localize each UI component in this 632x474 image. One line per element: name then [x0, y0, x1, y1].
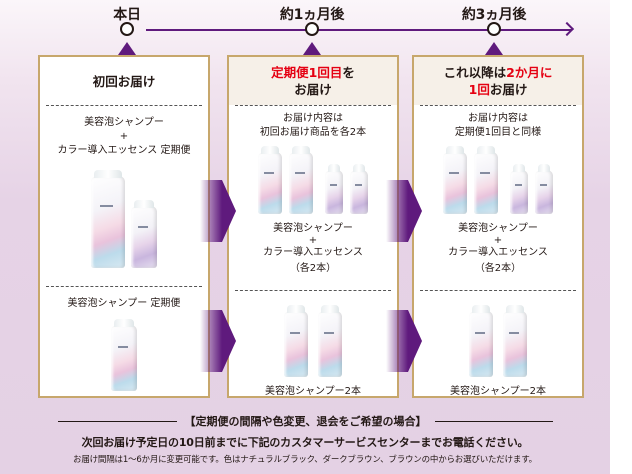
set-section: お届け内容は 初回お届け商品を各2本 美容泡シャンプー + カラー導入エッセンス…	[229, 106, 397, 290]
plus-sign: +	[119, 131, 129, 142]
product-name: 美容泡シャンプー	[273, 223, 353, 234]
shampoo-bottle-image	[91, 170, 125, 268]
dashed-divider	[420, 290, 576, 291]
product-image-row	[414, 305, 582, 377]
timeline-pointer-icon	[485, 42, 503, 55]
shampoo-bottle-image	[318, 305, 342, 377]
panel-first-delivery: 初回お届け 美容泡シャンプー + カラー導入エッセンス 定期便 美容泡シャンプー…	[38, 55, 210, 398]
heading-text: お届け	[294, 82, 332, 97]
product-name: カラー導入エッセンス	[263, 247, 363, 258]
flow-arrow-icon	[386, 310, 422, 372]
heading-text: これ以降は	[443, 65, 507, 80]
dashed-divider	[46, 105, 202, 106]
essence-bottle-image	[131, 200, 157, 268]
plus-sign: +	[493, 235, 503, 246]
timeline-node-1-month	[305, 22, 319, 36]
timeline-label-today: 本日	[113, 7, 141, 23]
product-name: カラー導入エッセンス	[448, 247, 548, 258]
shampoo-bottle-image	[443, 146, 467, 214]
timeline-line	[146, 29, 572, 31]
set-section: 美容泡シャンプー + カラー導入エッセンス 定期便	[40, 106, 208, 286]
timeline-label-1-month: 約1ヵ月後	[279, 7, 345, 23]
heading-text: お届け	[489, 82, 528, 97]
shampoo-bottle-image	[289, 146, 313, 214]
timeline-node-3-month	[487, 22, 501, 36]
timeline-pointer-icon	[118, 42, 136, 55]
flow-arrow-icon	[386, 180, 422, 242]
panel-heading: 初回お届け	[40, 57, 208, 105]
dashed-divider	[420, 105, 576, 106]
essence-bottle-image	[325, 164, 343, 214]
product-name: 美容泡シャンプー2本	[449, 386, 547, 397]
timeline-node-today	[120, 22, 134, 36]
shampoo-bottle-image	[111, 319, 137, 391]
dashed-divider	[235, 290, 391, 291]
shampoo-bottle-image	[474, 146, 498, 214]
shampoo-section: 美容泡シャンプー 定期便	[40, 287, 208, 391]
timeline-pointer-icon	[303, 42, 321, 55]
heading-emphasis: 定期便1回目	[271, 65, 343, 80]
flow-arrow-icon	[200, 310, 236, 372]
heading-rule	[434, 420, 553, 422]
heading-emphasis: 2か月に	[506, 65, 553, 80]
essence-bottle-image	[350, 164, 368, 214]
panel-every-two-months: これ以降は2か月に 1回お届け お届け内容は 定期便1回目と同様 美容泡シャンプ…	[412, 55, 584, 398]
notes-title-text: 【定期便の間隔や色変更、退会をご希望の場合】	[184, 415, 427, 428]
panel-heading: これ以降は2か月に 1回お届け	[414, 57, 582, 105]
essence-bottle-image	[535, 164, 553, 214]
shampoo-section: 美容泡シャンプー2本	[414, 291, 582, 399]
essence-bottle-image	[510, 164, 528, 214]
product-name: 美容泡シャンプー	[458, 223, 538, 234]
set-section: お届け内容は 定期便1回目と同様 美容泡シャンプー + カラー導入エッセンス （…	[414, 106, 582, 290]
heading-text: 初回お届け	[92, 73, 156, 89]
notes-main-text: 次回お届け予定日の10日前までに下記のカスタマーサービスセンターまでお電話くださ…	[81, 436, 529, 449]
delivery-contents-intro: お届け内容は	[283, 113, 343, 124]
product-image-row	[229, 305, 397, 377]
shampoo-bottle-image	[258, 146, 282, 214]
product-name: カラー導入エッセンス 定期便	[57, 145, 191, 156]
panel-heading: 定期便1回目を お届け	[229, 57, 397, 105]
notes-heading: 【定期便の間隔や色変更、退会をご希望の場合】	[58, 413, 553, 429]
flow-arrow-icon	[200, 180, 236, 242]
product-name: 美容泡シャンプー 定期便	[67, 298, 181, 309]
product-image-row	[40, 170, 208, 268]
timeline-label-3-month: 約3ヵ月後	[461, 7, 527, 23]
shampoo-bottle-image	[284, 305, 308, 377]
product-image-row	[229, 146, 397, 214]
quantity-note: （各2本）	[474, 263, 522, 274]
notes-sub-text: お届け間隔は1〜6か月に変更可能です。色はナチュラルブラック、ダークブラウン、ブ…	[73, 455, 537, 465]
shampoo-bottle-image	[469, 305, 493, 377]
delivery-schedule-diagram: 本日 約1ヵ月後 約3ヵ月後 初回お届け 美容泡シャンプー + カラー導入エッセ…	[0, 0, 610, 474]
timeline-arrow-icon	[559, 21, 575, 37]
product-image-row	[414, 146, 582, 214]
delivery-contents-intro: 定期便1回目と同様	[454, 127, 542, 138]
panel-first-subscription: 定期便1回目を お届け お届け内容は 初回お届け商品を各2本 美容泡シャンプー …	[227, 55, 399, 398]
dashed-divider	[46, 286, 202, 287]
shampoo-bottle-image	[503, 305, 527, 377]
heading-text: を	[342, 65, 355, 80]
product-image-row	[40, 319, 208, 391]
heading-rule	[58, 420, 177, 422]
delivery-contents-intro: お届け内容は	[468, 113, 528, 124]
delivery-contents-intro: 初回お届け商品を各2本	[259, 127, 367, 138]
quantity-note: （各2本）	[289, 263, 337, 274]
product-name: 美容泡シャンプー	[84, 117, 164, 128]
heading-emphasis: 1回	[468, 82, 490, 97]
product-name: 美容泡シャンプー2本	[264, 386, 362, 397]
shampoo-section: 美容泡シャンプー2本	[229, 291, 397, 399]
dashed-divider	[235, 105, 391, 106]
plus-sign: +	[308, 235, 318, 246]
